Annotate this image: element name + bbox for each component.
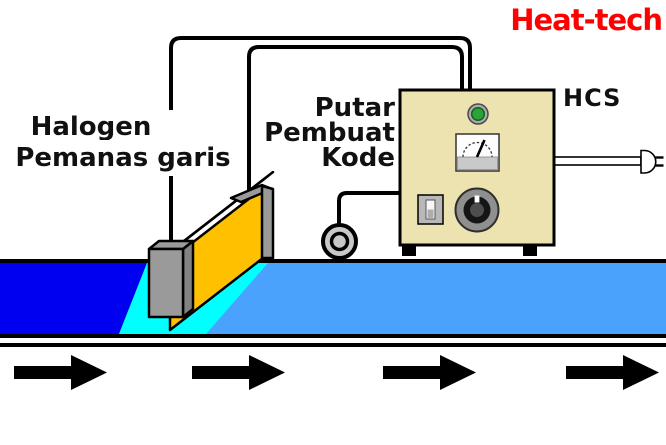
encoder-wheel <box>321 223 358 260</box>
heater-wire-left <box>169 36 472 244</box>
heater-wire-right <box>247 45 464 196</box>
meter-needle-icon <box>475 139 486 158</box>
power-indicator-light <box>467 103 489 125</box>
brand-logo: Heat-tech <box>510 3 663 37</box>
toggle-switch[interactable] <box>417 194 444 225</box>
power-cord <box>552 149 664 174</box>
knob-center <box>469 202 485 218</box>
encoder-label-line2: Pembuat <box>264 118 395 148</box>
cord-line <box>552 156 642 166</box>
meter-dial-arc <box>462 141 493 158</box>
belt-before-heater <box>0 263 147 334</box>
power-wires <box>169 36 472 244</box>
direction-arrow <box>566 355 659 390</box>
direction-arrow <box>14 355 107 390</box>
encoder-label-line3: Kode <box>321 143 395 173</box>
switch-lever-lower <box>427 209 434 218</box>
belt-top-edge <box>0 259 666 263</box>
analog-meter <box>455 133 500 172</box>
heater-label-line1: Halogen <box>0 110 182 144</box>
heater-block <box>147 170 275 332</box>
indicator-lamp-icon <box>470 106 486 122</box>
heater-end-cap-side <box>260 184 275 260</box>
heater-mount-front-face <box>147 247 185 319</box>
direction-arrow <box>192 355 285 390</box>
conveyor-arrows <box>14 355 659 390</box>
encoder-label: Putar Pembuat Kode <box>264 93 395 173</box>
controller-model-label: HCS <box>563 84 622 112</box>
meter-lower-panel <box>457 156 498 170</box>
knob-pointer-icon <box>474 195 480 203</box>
heater-mount-side-face <box>181 239 195 319</box>
direction-arrow <box>383 355 476 390</box>
controller-box <box>398 88 664 256</box>
controller-foot-right <box>523 245 537 256</box>
power-plug-icon <box>640 149 657 174</box>
controller-foot-left <box>402 245 416 256</box>
ground-line <box>0 343 666 347</box>
encoder-wheel-inner <box>329 231 350 252</box>
control-knob[interactable] <box>454 187 500 233</box>
belt-bottom-edge <box>0 334 666 338</box>
encoder-wire <box>337 191 401 230</box>
conveyor-belt <box>0 259 666 347</box>
encoder-label-line1: Putar <box>314 93 395 123</box>
heater-label-line2: Pemanas garis <box>0 140 246 176</box>
